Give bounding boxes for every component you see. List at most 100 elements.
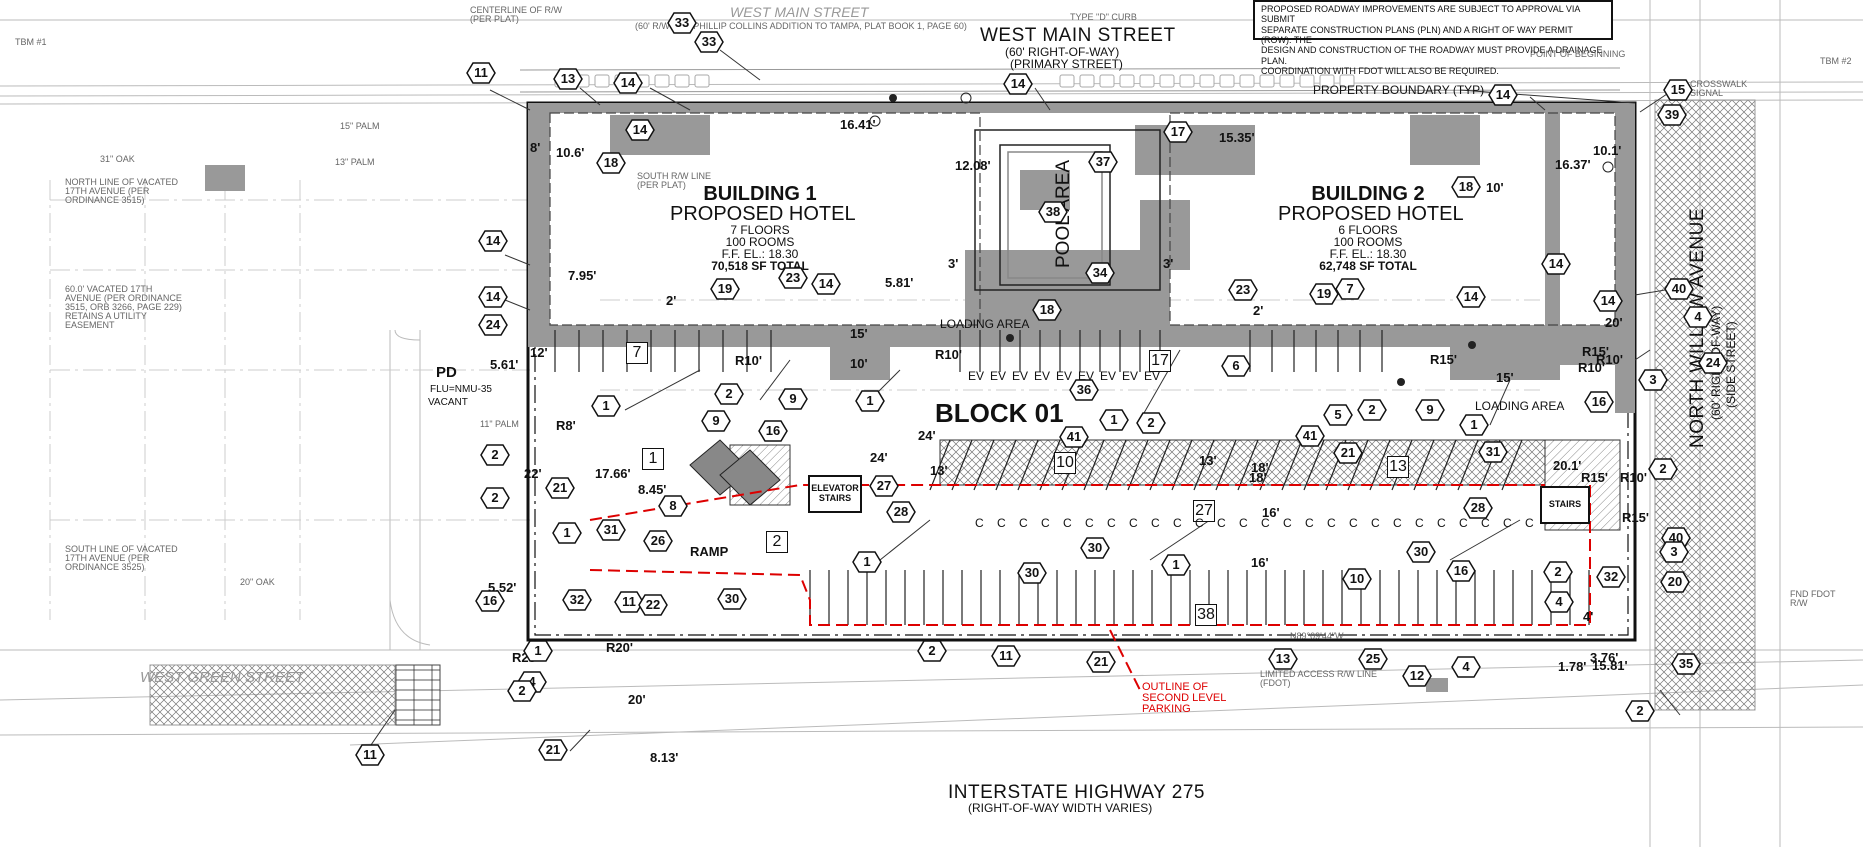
- compact-stall-label: C: [1305, 516, 1314, 530]
- keynote-number: 21: [552, 480, 568, 495]
- building-2-use: PROPOSED HOTEL: [1278, 203, 1464, 225]
- loading-area-label-1: LOADING AREA: [940, 317, 1030, 331]
- faint-note: SOUTH R/W LINE (PER PLAT): [637, 171, 712, 190]
- parking-stall-line: [1149, 439, 1171, 491]
- keynote-hexagon: 2: [1543, 561, 1573, 583]
- compact-stall-label: C: [997, 516, 1006, 530]
- compact-stall-label: C: [1415, 516, 1424, 530]
- west-main-row: (60' RIGHT-OF-WAY): [1005, 45, 1120, 59]
- interstate-title: INTERSTATE HIGHWAY 275: [948, 782, 1205, 803]
- keynote-number: 1: [863, 554, 871, 569]
- note-line: COORDINATION WITH FDOT WILL ALSO BE REQU…: [1261, 66, 1499, 77]
- keynote-hexagon: 22: [638, 594, 668, 616]
- interstate-row: (RIGHT-OF-WAY WIDTH VARIES): [968, 801, 1153, 815]
- parking-stall-line: [1501, 439, 1523, 491]
- keynote-number: 2: [1636, 703, 1644, 718]
- keynote-hexagon: 2: [507, 680, 537, 702]
- keynote-number: 2: [1554, 564, 1562, 579]
- dimension-label: 8': [530, 140, 541, 155]
- dimension-label: 15.35': [1219, 130, 1255, 145]
- dimension-label: R20': [606, 640, 633, 655]
- dimension-label: 16.37': [1555, 157, 1591, 172]
- keynote-hexagon: 19: [1309, 283, 1339, 305]
- keynote-number: 14: [1600, 293, 1616, 308]
- keynote-hexagon: 36: [1069, 379, 1099, 401]
- keynote-number: 4: [1555, 594, 1563, 609]
- dimension-label: 3.76': [1590, 650, 1619, 665]
- keynote-hexagon: 14: [811, 273, 841, 295]
- keynote-hexagon: 33: [694, 31, 724, 53]
- parking-stall-line: [1413, 439, 1435, 491]
- dimension-label: R15': [1622, 510, 1649, 525]
- dimension-label: 7.95': [568, 268, 597, 283]
- dimension-label: 4': [1583, 609, 1594, 624]
- keynote-hexagon: 13: [1268, 648, 1298, 670]
- keynote-hexagon: 14: [1003, 73, 1033, 95]
- keynote-number: 10: [1349, 571, 1365, 586]
- dimension-label: 10': [1486, 180, 1504, 195]
- keynote-hexagon: 37: [1088, 151, 1118, 173]
- parking-stall-line: [1193, 439, 1215, 491]
- boxed-number-value: 7: [632, 344, 642, 361]
- keynote-hexagon: 27: [869, 475, 899, 497]
- parking-stall-line: [973, 439, 995, 491]
- building-2-name: BUILDING 2: [1311, 183, 1425, 205]
- keynote-hexagon: 23: [778, 267, 808, 289]
- keynote-number: 13: [1275, 651, 1291, 666]
- flu-label: FLU=NMU-35: [430, 384, 492, 395]
- keynote-number: 2: [491, 447, 499, 462]
- dimension-label: 16': [1262, 505, 1280, 520]
- faint-note: 20" OAK: [240, 577, 275, 587]
- keynote-hexagon: 28: [886, 501, 916, 523]
- faint-note: CROSSWALK SIGNAL: [1690, 79, 1748, 98]
- ev-stall-label: EV: [1034, 369, 1051, 383]
- keynote-hexagon: 2: [1357, 399, 1387, 421]
- keynote-hexagon: 9: [701, 410, 731, 432]
- keynote-hexagon: 1: [852, 551, 882, 573]
- keynote-number: 11: [363, 747, 377, 762]
- keynote-hexagon: 9: [1415, 399, 1445, 421]
- keynote-hexagon: 14: [478, 286, 508, 308]
- keynote-number: 1: [1110, 412, 1118, 427]
- compact-stall-label: C: [1107, 516, 1116, 530]
- keynote-number: 39: [1664, 107, 1680, 122]
- parking-stall-line: [1127, 439, 1149, 491]
- keynote-hexagon: 1: [1161, 554, 1191, 576]
- keynote-hexagon: 14: [1488, 84, 1518, 106]
- keynote-hexagon: 30: [717, 588, 747, 610]
- keynote-hexagon: 5: [1323, 404, 1353, 426]
- keynote-number: 27: [876, 478, 892, 493]
- keynote-hexagon: 7: [1335, 278, 1365, 300]
- keynote-number: 25: [1365, 651, 1381, 666]
- keynote-hexagon: 19: [710, 278, 740, 300]
- parking-stall-line: [1039, 439, 1061, 491]
- keynote-hexagon: 11: [355, 744, 385, 766]
- dimension-label: 10': [850, 356, 868, 371]
- dimension-label: 12.08': [955, 158, 991, 173]
- dimension-label: R10': [735, 353, 762, 368]
- faint-note: 13" PALM: [335, 157, 375, 167]
- boxed-number-value: 13: [1389, 458, 1407, 475]
- keynote-hexagon: 4: [1683, 306, 1713, 328]
- keynote-number: 4: [1462, 659, 1470, 674]
- dimension-label: 13': [930, 463, 948, 478]
- parking-stall-line: [1457, 439, 1479, 491]
- keynote-hexagon: 13: [553, 68, 583, 90]
- keynote-hexagon: 4: [1451, 656, 1481, 678]
- faint-note: POINT OF BEGINNING: [1530, 49, 1626, 59]
- dimension-label: 10.1': [1593, 143, 1622, 158]
- keynote-number: 24: [1705, 355, 1721, 370]
- parking-stall-line: [1083, 439, 1105, 491]
- second-level-parking-note: OUTLINE OF SECOND LEVEL PARKING: [1142, 681, 1226, 715]
- parking-stall-line: [929, 439, 951, 491]
- boxed-number-value: 2: [772, 533, 782, 550]
- keynote-hexagon: 39: [1657, 104, 1687, 126]
- keynote-number: 1: [602, 398, 610, 413]
- keynote-number: 37: [1095, 154, 1111, 169]
- compact-stall-label: C: [1173, 516, 1182, 530]
- keynote-number: 14: [1495, 87, 1511, 102]
- keynote-number: 3: [1670, 544, 1678, 559]
- boxed-number-value: 38: [1197, 606, 1215, 623]
- keynote-hexagon: 38: [1038, 201, 1068, 223]
- keynote-hexagon: 21: [545, 477, 575, 499]
